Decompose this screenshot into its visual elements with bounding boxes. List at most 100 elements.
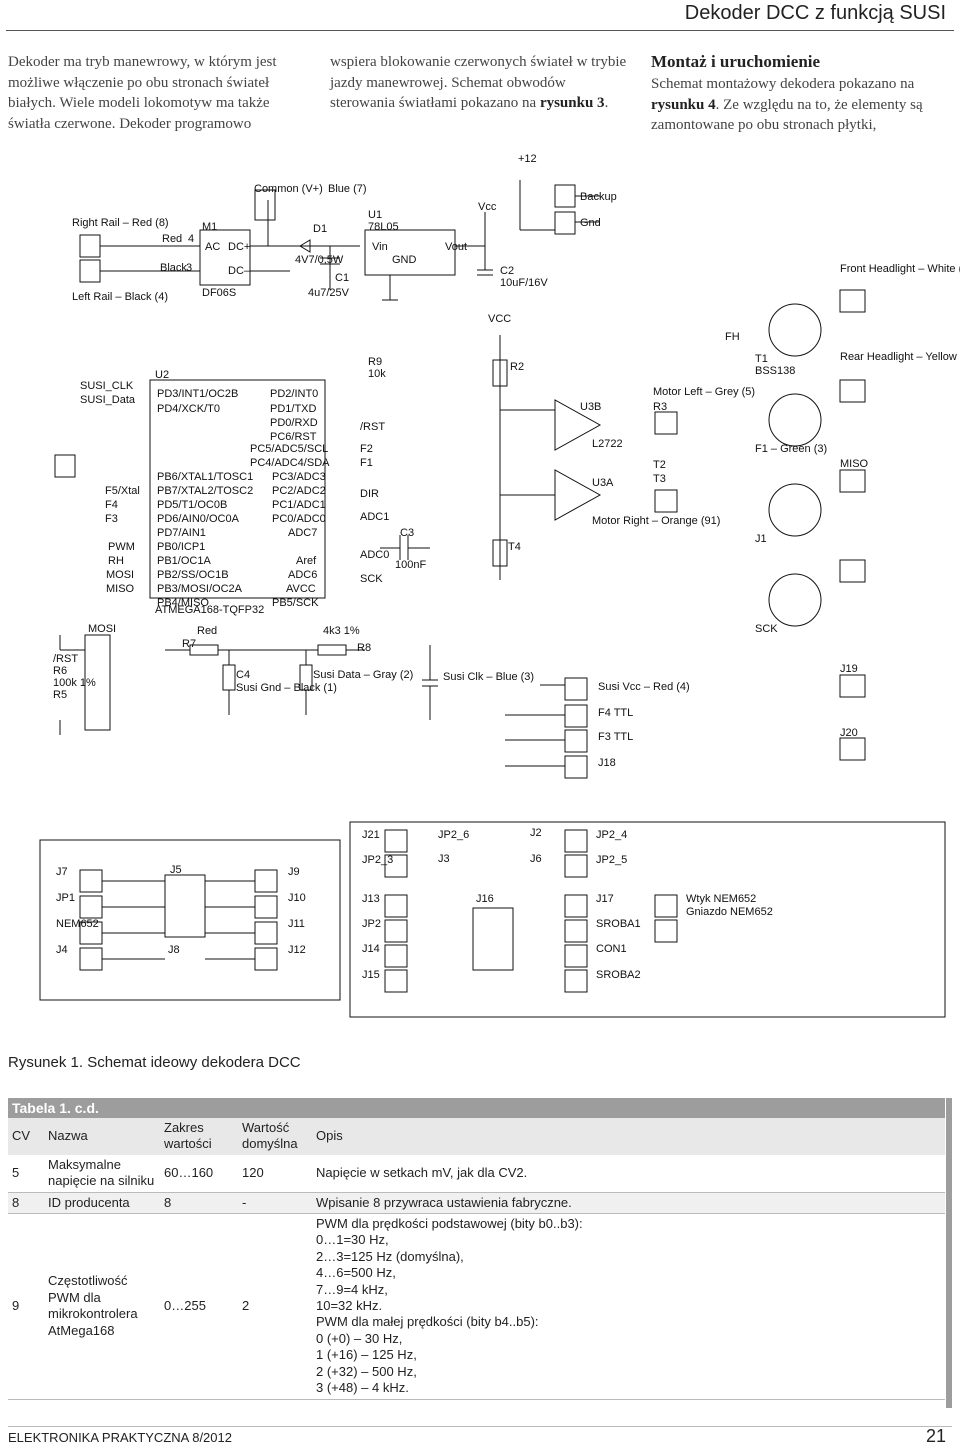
schematic-label: 3 <box>186 262 192 274</box>
schematic-label: PD0/RXD <box>270 417 318 429</box>
schematic-label: JP2_5 <box>596 854 627 866</box>
schematic-label: Susi Vcc – Red (4) <box>598 681 690 693</box>
schematic-label: J2 <box>530 827 542 839</box>
table-cell-desc: PWM dla prędkości podstawowej (bity b0..… <box>312 1213 945 1400</box>
schematic-label: AVCC <box>286 583 316 595</box>
magazine-name: ELEKTRONIKA PRAKTYCZNA 8/2012 <box>8 1430 232 1445</box>
schematic-label: R9 <box>368 356 382 368</box>
schematic-label: J16 <box>476 893 494 905</box>
description-line: PWM dla prędkości podstawowej (bity b0..… <box>316 1216 583 1232</box>
schematic-label: SCK <box>360 573 383 585</box>
table-header-row: CV Nazwa Zakres wartości Wartość domyśln… <box>8 1118 945 1155</box>
schematic-label: JP1 <box>56 892 75 904</box>
schematic-label: T3 <box>653 473 666 485</box>
schematic-label: PB1/OC1A <box>157 555 211 567</box>
schematic-label: DIR <box>360 488 379 500</box>
schematic-label: ADC1 <box>360 511 389 523</box>
schematic-wiring <box>39 180 946 1018</box>
schematic-label: Front Headlight – White (6) <box>840 263 960 275</box>
schematic-label: R3 <box>653 401 667 413</box>
schematic-label: VCC <box>488 313 511 325</box>
schematic-label: F4 TTL <box>598 707 633 719</box>
figure-caption: Rysunek 1. Schemat ideowy dekodera DCC <box>8 1054 301 1071</box>
schematic-label: T4 <box>508 541 521 553</box>
schematic-label: PC5/ADC5/SCL <box>250 443 328 455</box>
schematic-label: Vout <box>445 241 467 253</box>
header-cv: CV <box>8 1118 44 1155</box>
schematic-label: F3 <box>105 513 118 525</box>
schematic-label: R7 <box>182 638 196 650</box>
schematic-label: JP2_6 <box>438 829 469 841</box>
table-cell-name: ID producenta <box>44 1192 160 1215</box>
column-3-end: . Ze względu na to, że elementy są zamon… <box>651 96 923 134</box>
page-header: Dekoder DCC z funkcją SUSI <box>6 0 954 31</box>
schematic-label: PC3/ADC3 <box>272 471 326 483</box>
schematic-label: NEM652 <box>56 918 99 930</box>
schematic-label: J6 <box>530 853 542 865</box>
schematic-label: ATMEGA168-TQFP32 <box>155 604 264 616</box>
schematic-label: BSS138 <box>755 365 795 377</box>
schematic-label: PD2/INT0 <box>270 388 318 400</box>
schematic-label: Wtyk NEM652 <box>686 893 756 905</box>
article-column-2: wspiera blokowanie czerwonych świateł w … <box>330 52 627 114</box>
schematic-label: J15 <box>362 969 380 981</box>
schematic-label: Vcc <box>478 201 497 213</box>
header-default: Wartość domyślna <box>238 1118 312 1155</box>
footer-rule <box>8 1426 952 1427</box>
schematic-label: M1 <box>202 221 217 233</box>
table-cell-cv: 9 <box>8 1213 44 1400</box>
schematic-label: /RST <box>53 653 78 665</box>
schematic-label: J20 <box>840 727 858 739</box>
schematic-label: C1 <box>335 272 349 284</box>
page-number: 21 <box>925 1426 946 1446</box>
schematic-label: 4k3 1% <box>323 625 360 637</box>
schematic-label: Red <box>197 625 217 637</box>
schematic-label: SUSI_CLK <box>80 380 134 392</box>
schematic-label: PD7/AIN1 <box>157 527 206 539</box>
schematic-label: JP2_3 <box>362 854 393 866</box>
schematic-label: J1 <box>755 533 767 545</box>
schematic-label: JP2_4 <box>596 829 627 841</box>
schematic-label: /RST <box>360 421 385 433</box>
schematic-label: Gniazdo NEM652 <box>686 906 773 918</box>
schematic-label: AC <box>205 241 220 253</box>
schematic-label: U1 <box>368 209 382 221</box>
description-line: 1 (+16) – 125 Hz, <box>316 1347 417 1363</box>
schematic-label: PC2/ADC2 <box>272 485 326 497</box>
schematic-label: 10k <box>368 368 386 380</box>
schematic-label: FH <box>725 331 740 343</box>
schematic-label: DC+ <box>228 241 250 253</box>
schematic-label: 4 <box>188 233 194 245</box>
schematic-label: U2 <box>155 369 169 381</box>
schematic-label: ADC7 <box>288 527 317 539</box>
schematic-label: T2 <box>653 459 666 471</box>
schematic-label: Susi Gnd – Black (1) <box>236 682 337 694</box>
schematic-label: J11 <box>288 918 305 930</box>
schematic-label: 4u7/25V <box>308 287 350 299</box>
schematic-label: R5 <box>53 689 67 701</box>
section-heading: Montaż i uruchomienie <box>651 52 821 71</box>
schematic-label: J5 <box>170 864 182 876</box>
schematic-label: J7 <box>56 866 68 878</box>
schematic-label: PC6/RST <box>270 431 317 443</box>
schematic-label: J10 <box>288 892 306 904</box>
table-cell-default: 120 <box>238 1154 312 1193</box>
schematic-label: PD5/T1/OC0B <box>157 499 227 511</box>
schematic-label: Rear Headlight – Yellow (2) <box>840 351 960 363</box>
column-2-text: wspiera blokowanie czerwonych świateł w … <box>330 52 627 114</box>
schematic-label: PB0/ICP1 <box>157 541 205 553</box>
schematic-label: F1 – Green (3) <box>755 443 827 455</box>
schematic-label: JP2 <box>362 918 381 930</box>
table-cell-desc: Napięcie w setkach mV, jak dla CV2. <box>312 1154 945 1193</box>
schematic-label: PB2/SS/OC1B <box>157 569 229 581</box>
description-line: 2 (+32) – 500 Hz, <box>316 1363 417 1379</box>
table-cell-range: 8 <box>160 1192 238 1215</box>
schematic-label: SROBA1 <box>596 918 641 930</box>
schematic-label: PD6/AIN0/OC0A <box>157 513 240 525</box>
schematic-label: SUSI_Data <box>80 394 136 406</box>
schematic-label: C2 <box>500 265 514 277</box>
table-cell-cv: 5 <box>8 1154 44 1193</box>
